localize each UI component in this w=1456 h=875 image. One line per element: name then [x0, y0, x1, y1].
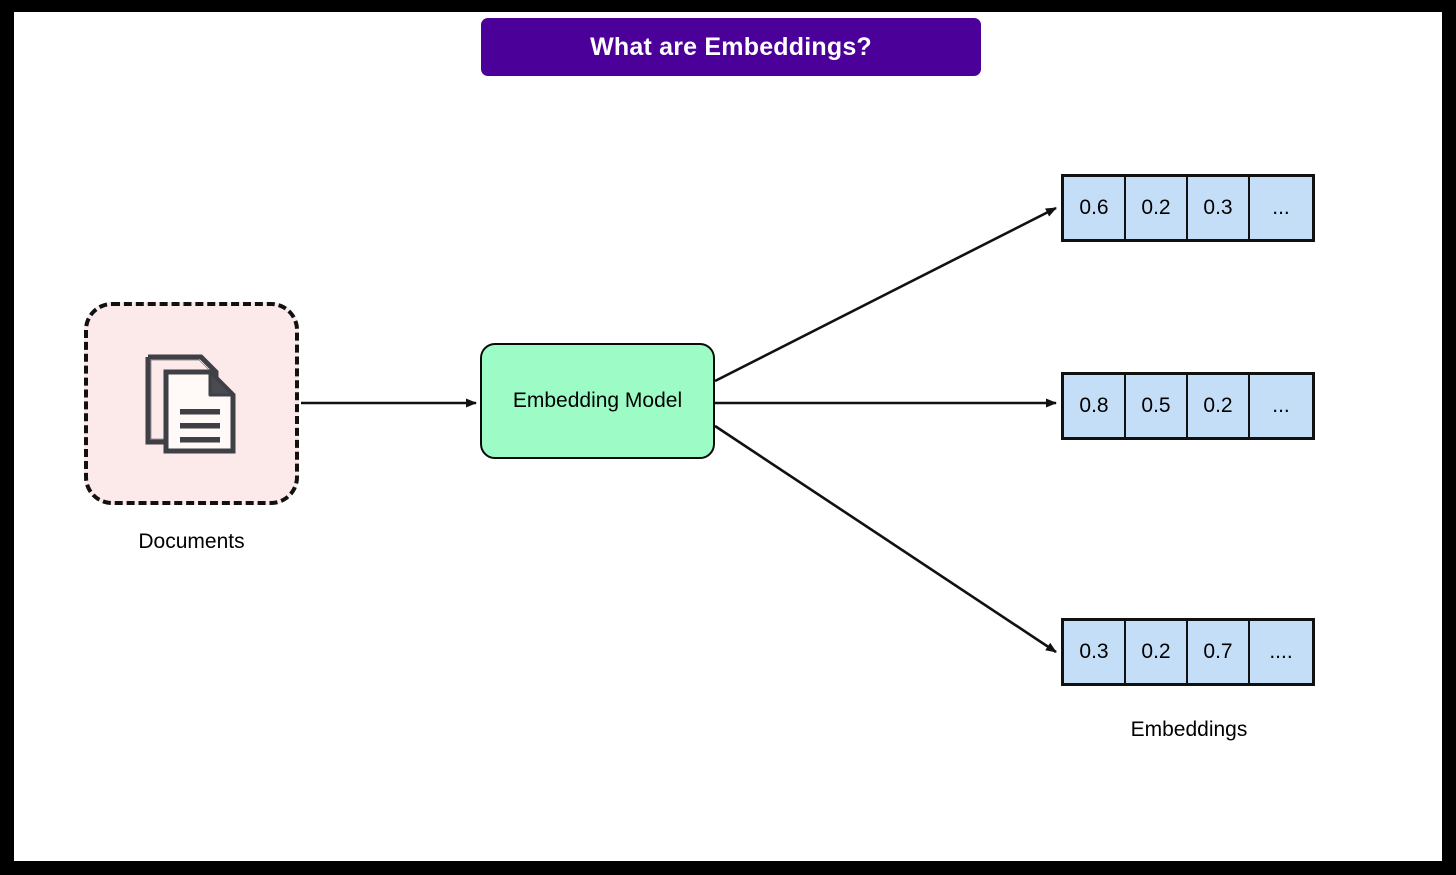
vector-cell: 0.3 — [1188, 177, 1250, 239]
embedding-vector-row[interactable]: 0.6 0.2 0.3 ... — [1061, 174, 1315, 242]
vector-cell: 0.7 — [1188, 621, 1250, 683]
vector-cell-ellipsis: ... — [1250, 375, 1312, 437]
arrow-model-to-vector-0 — [714, 206, 1057, 383]
vector-cell-ellipsis: ... — [1250, 177, 1312, 239]
vector-cell: 0.5 — [1126, 375, 1188, 437]
page-title: What are Embeddings? — [590, 32, 872, 61]
embedding-vector-row[interactable]: 0.3 0.2 0.7 .... — [1061, 618, 1315, 686]
vector-cell: 0.2 — [1126, 621, 1188, 683]
vector-cell: 0.2 — [1126, 177, 1188, 239]
diagram-canvas: What are Embeddings? — [12, 10, 1444, 863]
documents-stack-icon — [145, 354, 235, 453]
arrow-model-to-vector-2 — [714, 424, 1057, 654]
vector-cell: 0.3 — [1064, 621, 1126, 683]
embedding-vector-row[interactable]: 0.8 0.5 0.2 ... — [1061, 372, 1315, 440]
embedding-model-node[interactable]: Embedding Model — [480, 343, 715, 459]
title-banner: What are Embeddings? — [481, 18, 981, 76]
vector-cell-ellipsis: .... — [1250, 621, 1312, 683]
vector-cell: 0.8 — [1064, 375, 1126, 437]
vector-cell: 0.6 — [1064, 177, 1126, 239]
documents-node[interactable] — [84, 302, 299, 505]
vector-cell: 0.2 — [1188, 375, 1250, 437]
embedding-model-label: Embedding Model — [512, 389, 683, 412]
embeddings-label: Embeddings — [1130, 718, 1248, 741]
documents-label: Documents — [138, 530, 245, 553]
